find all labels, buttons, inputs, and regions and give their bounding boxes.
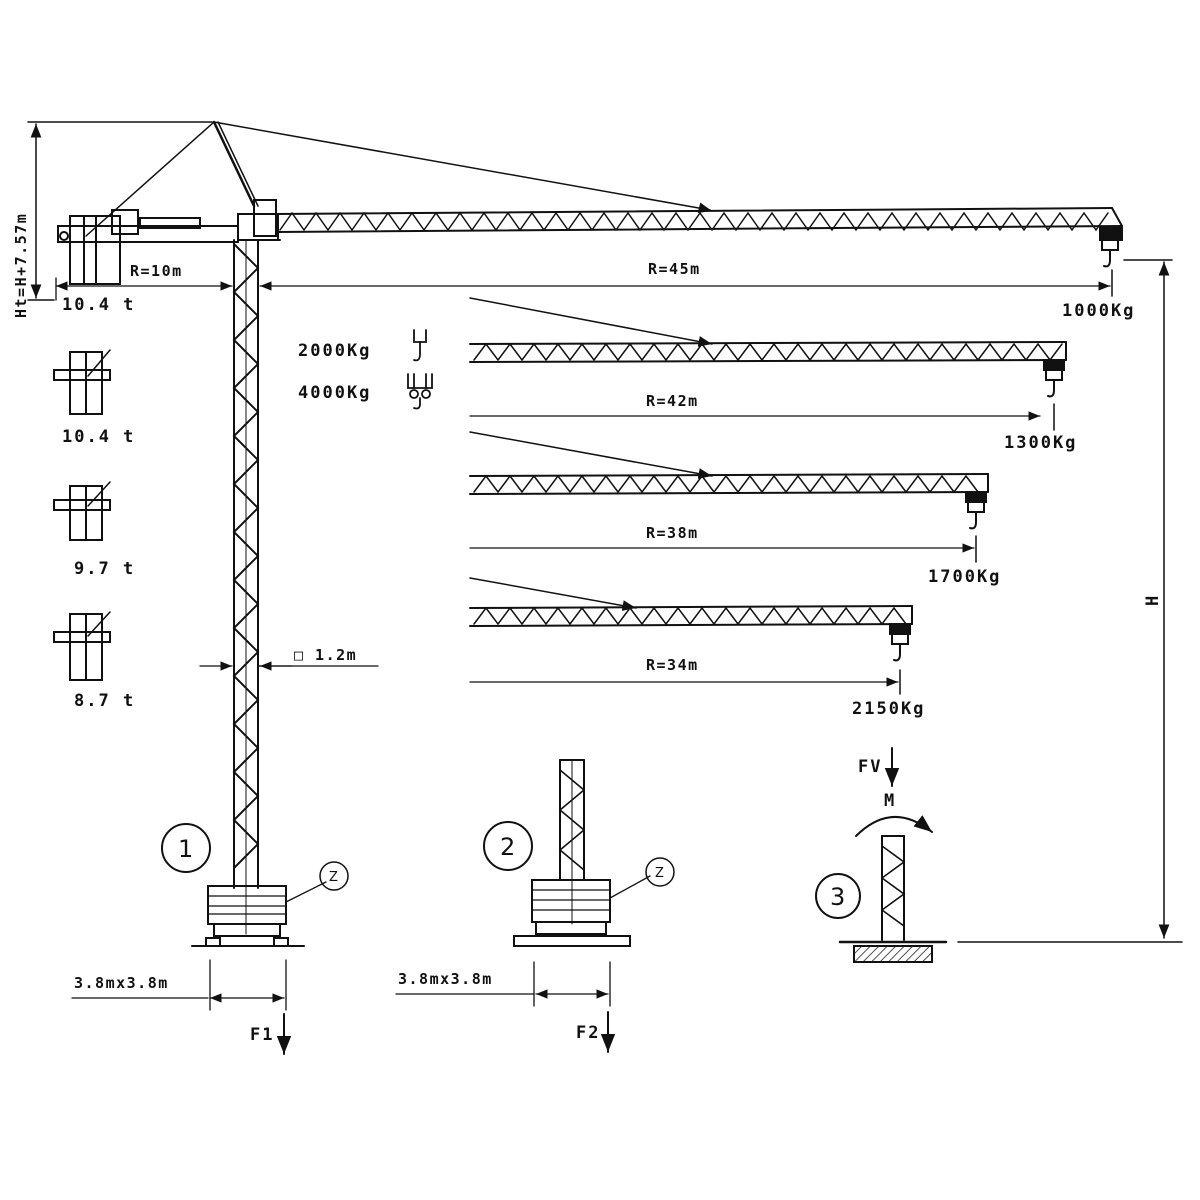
height-h-label: H: [1143, 594, 1163, 606]
variant-circle-3: [815, 873, 861, 919]
double-hook-icon: [407, 373, 433, 410]
jib-radius-42: R=42m: [646, 392, 699, 410]
tower-mast-3: [838, 835, 948, 963]
jib-radius-45: R=45m: [648, 260, 701, 278]
jib-38m: [469, 431, 989, 563]
jib-load-38: 1700Kg: [928, 567, 1001, 587]
force-f2-label: F2: [576, 1023, 600, 1043]
hook-load-single: 2000Kg: [298, 341, 371, 361]
moment-label: M: [884, 791, 896, 811]
counterweight-label-3: 9.7 t: [74, 559, 135, 579]
jib-radius-34: R=34m: [646, 656, 699, 674]
jib-42m: [469, 297, 1067, 431]
counterweight-label-4: 8.7 t: [74, 691, 135, 711]
jib-load-34: 2150Kg: [852, 699, 925, 719]
counter-radius-label: R=10m: [130, 262, 183, 280]
counter-jib: [57, 209, 239, 285]
ballast-marker-1: Z: [329, 870, 338, 885]
ballast-marker-2: Z: [655, 866, 664, 881]
moment-arrow: [855, 815, 933, 837]
radius-dimension-main: [55, 269, 1113, 301]
ballast-marker-circle-2: [645, 857, 675, 887]
height-label: Ht=H+7.57m: [12, 213, 30, 318]
jib-load-42: 1300Kg: [1004, 433, 1077, 453]
counterweight-4: [53, 611, 111, 681]
variant-number-2: 2: [500, 833, 515, 861]
variant-circle-1: [161, 823, 211, 873]
base-size-label-2: 3.8mx3.8m: [398, 970, 493, 988]
base-ballast-1: [191, 881, 327, 947]
main-jib-45m: [275, 207, 1123, 268]
base-ballast-2: [513, 875, 651, 947]
base-dimension-1: [71, 959, 287, 1011]
mast-section-label: □ 1.2m: [294, 646, 357, 664]
counterweight-2: [53, 349, 111, 415]
jib-34m: [469, 577, 913, 695]
slewing-head: [237, 199, 281, 241]
base-dimension-2: [395, 961, 611, 1007]
force-f1-label: F1: [250, 1025, 274, 1045]
ballast-marker-circle-1: [319, 861, 349, 891]
single-hook-icon: [413, 329, 427, 362]
height-dimension-ht: [27, 121, 213, 301]
counterweight-label-1: 10.4 t: [62, 295, 135, 315]
jib-radius-38: R=38m: [646, 524, 699, 542]
tower-mast: [232, 239, 260, 935]
variant-number-3: 3: [830, 883, 845, 911]
hook-load-double: 4000Kg: [298, 383, 371, 403]
jib-load-45: 1000Kg: [1062, 301, 1135, 321]
height-dimension-h: [957, 259, 1183, 943]
force-fv-label: FV: [858, 757, 882, 777]
tower-mast-2: [558, 759, 586, 925]
variant-number-1: 1: [178, 835, 193, 863]
counterweight-label-2: 10.4 t: [62, 427, 135, 447]
variant-circle-2: [483, 821, 533, 871]
base-size-label-1: 3.8mx3.8m: [74, 974, 169, 992]
counterweight-3: [53, 481, 111, 541]
